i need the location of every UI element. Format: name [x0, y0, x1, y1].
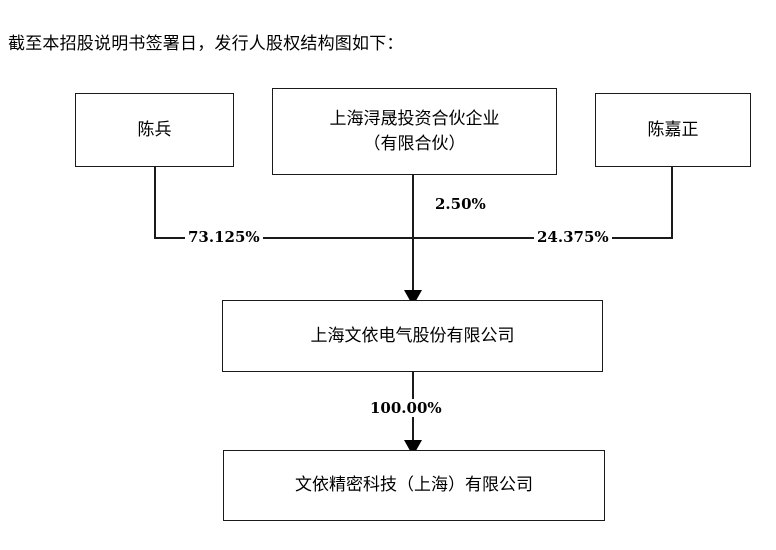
node-jingmi-subsidiary: 文依精密科技（上海）有限公司 [223, 450, 605, 521]
arrowhead-to-jingmi [404, 440, 422, 456]
node-wenyi-label: 上海文依电气股份有限公司 [310, 325, 515, 346]
node-chenbing: 陈兵 [75, 93, 234, 167]
node-jingmi-label: 文依精密科技（上海）有限公司 [295, 475, 533, 495]
edge-label-chenjiazheng-percent: 24.375% [534, 228, 612, 246]
edge-label-wenyi-percent: 100.00% [367, 399, 445, 417]
intro-paragraph: 截至本招股说明书签署日，发行人股权结构图如下： [8, 34, 404, 54]
node-xunsheng-label: 上海浔晟投资合伙企业 （有限合伙） [329, 108, 500, 154]
node-chenjiazheng: 陈嘉正 [595, 93, 751, 167]
edge-label-xunsheng-percent: 2.50% [432, 195, 489, 213]
node-chenbing-label: 陈兵 [137, 119, 172, 140]
edge-chenbing-to-wenyi [154, 167, 413, 239]
edge-label-chenbing-percent: 73.125% [185, 228, 263, 246]
edge-chenjiazheng-to-wenyi [413, 167, 673, 239]
node-xunsheng: 上海浔晟投资合伙企业 （有限合伙） [272, 88, 557, 175]
node-wenyi-issuer: 上海文依电气股份有限公司 [222, 300, 603, 372]
arrowhead-to-wenyi [404, 290, 422, 306]
node-chenjiazheng-label: 陈嘉正 [647, 119, 699, 140]
